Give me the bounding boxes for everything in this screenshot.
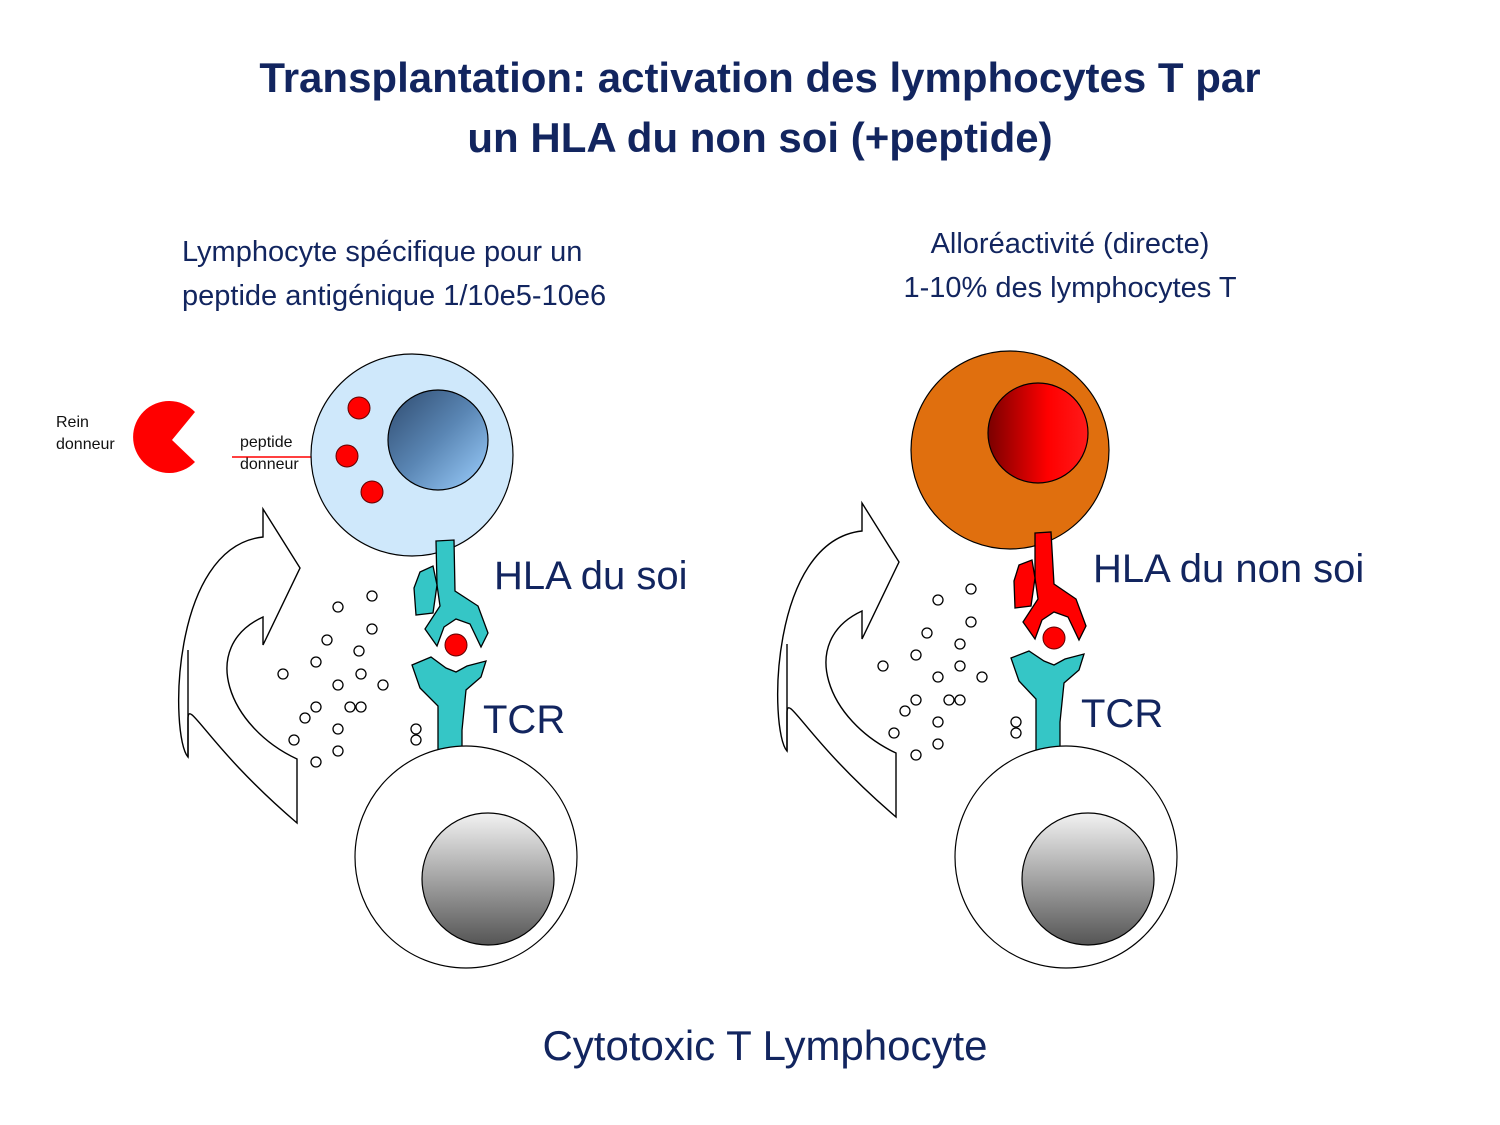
- left-t-nucleus: [421, 812, 555, 946]
- kidney-label: Rein donneur: [56, 412, 115, 456]
- left-peptide-dot: [360, 480, 384, 504]
- right-hla-label: HLA du non soi: [1093, 547, 1365, 591]
- kidney-icon: [133, 401, 195, 474]
- right-tcr-receptor: [1010, 650, 1085, 764]
- left-subtitle-line-1: Lymphocyte spécifique pour un: [182, 236, 583, 268]
- right-subtitle: Alloréactivité (directe) 1-10% des lymph…: [840, 222, 1300, 310]
- left-peptide-dot: [335, 444, 359, 468]
- title-line-2: un HLA du non soi (+peptide): [467, 114, 1053, 161]
- left-tcr-receptor: [411, 656, 487, 771]
- left-subtitle: Lymphocyte spécifique pour un peptide an…: [182, 230, 606, 318]
- peptide-label-line-2: donneur: [240, 456, 299, 473]
- left-cycle-arrow-icon: [178, 506, 301, 825]
- kidney-label-line-1: Rein: [56, 414, 89, 431]
- right-hla-molecule: [1013, 531, 1087, 642]
- peptide-label-line-1: peptide: [240, 434, 293, 451]
- left-peptide-dot: [347, 396, 371, 420]
- right-presented-peptide: [1042, 626, 1066, 650]
- left-hla-label: HLA du soi: [494, 554, 688, 598]
- right-tcr-label: TCR: [1081, 692, 1164, 736]
- right-apc-nucleus: [987, 382, 1089, 484]
- left-hla-molecule: [413, 539, 489, 649]
- title-line-1: Transplantation: activation des lymphocy…: [259, 54, 1261, 101]
- left-apc-nucleus: [387, 389, 489, 491]
- left-presented-peptide: [444, 633, 468, 657]
- page-title: Transplantation: activation des lymphocy…: [0, 48, 1500, 168]
- right-cytokine-dots-icon: [877, 583, 1022, 761]
- right-t-nucleus: [1021, 812, 1155, 946]
- right-subtitle-line-2: 1-10% des lymphocytes T: [903, 272, 1237, 304]
- left-subtitle-line-2: peptide antigénique 1/10e5-10e6: [182, 280, 607, 312]
- right-cycle-arrow-icon: [777, 500, 900, 819]
- kidney-label-line-2: donneur: [56, 436, 115, 453]
- left-tcr-label: TCR: [483, 698, 566, 742]
- left-cytokine-dots-icon: [277, 590, 422, 768]
- peptide-label: peptide donneur: [240, 432, 299, 476]
- footer-caption: Cytotoxic T Lymphocyte: [542, 1022, 988, 1069]
- right-subtitle-line-1: Alloréactivité (directe): [930, 228, 1210, 260]
